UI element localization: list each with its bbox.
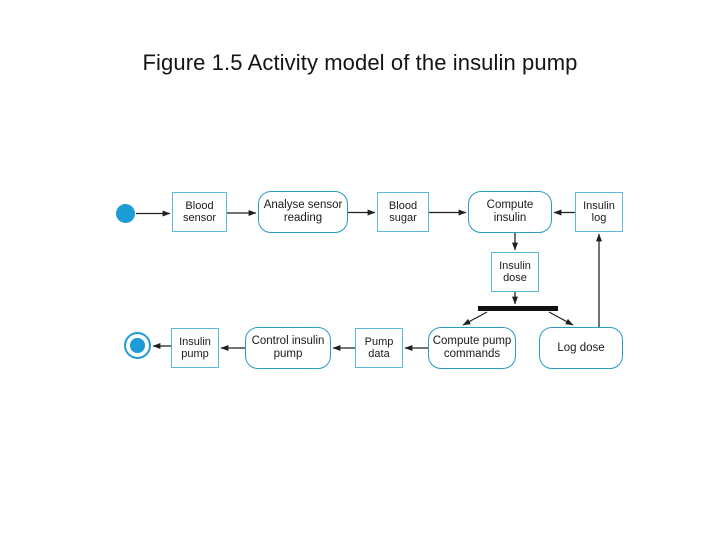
activity-node-compute-pump-commands[interactable]: Compute pump commands	[428, 327, 516, 369]
activity-node-log-dose[interactable]: Log dose	[539, 327, 623, 369]
object-node-insulin-dose-label: Insulin dose	[499, 259, 531, 284]
object-node-blood-sensor-label: Blood sensor	[182, 199, 217, 224]
object-node-blood-sugar[interactable]: Blood sugar	[377, 192, 429, 232]
activity-node-compute-pump-commands-label: Compute pump commands	[432, 335, 512, 360]
fork-bar	[478, 306, 558, 311]
object-node-blood-sugar-label: Blood sugar	[388, 199, 418, 224]
initial-node	[116, 204, 135, 223]
edge-fork-to-compute-commands	[462, 311, 488, 326]
activity-node-compute-insulin-label: Compute insulin	[486, 199, 534, 224]
object-node-insulin-pump[interactable]: Insulin pump	[171, 328, 219, 368]
activity-node-control-insulin-pump[interactable]: Control insulin pump	[245, 327, 331, 369]
object-node-insulin-log-label: Insulin log	[583, 199, 615, 224]
page-title: Figure 1.5 Activity model of the insulin…	[142, 50, 578, 75]
activity-node-control-insulin-pump-label: Control insulin pump	[251, 335, 325, 360]
activity-node-log-dose-label: Log dose	[557, 341, 605, 354]
object-node-pump-data-label: Pump data	[364, 335, 394, 360]
activity-node-analyse-sensor-reading-label: Analyse sensor reading	[263, 199, 343, 224]
final-node	[124, 332, 151, 359]
object-node-blood-sensor[interactable]: Blood sensor	[172, 192, 227, 232]
edge-fork-to-log-dose	[548, 311, 574, 326]
object-node-pump-data[interactable]: Pump data	[355, 328, 403, 368]
object-node-insulin-log[interactable]: Insulin log	[575, 192, 623, 232]
activity-node-analyse-sensor-reading[interactable]: Analyse sensor reading	[258, 191, 348, 233]
final-node-inner	[130, 338, 145, 353]
activity-node-compute-insulin[interactable]: Compute insulin	[468, 191, 552, 233]
object-node-insulin-dose[interactable]: Insulin dose	[491, 252, 539, 292]
object-node-insulin-pump-label: Insulin pump	[179, 335, 211, 360]
